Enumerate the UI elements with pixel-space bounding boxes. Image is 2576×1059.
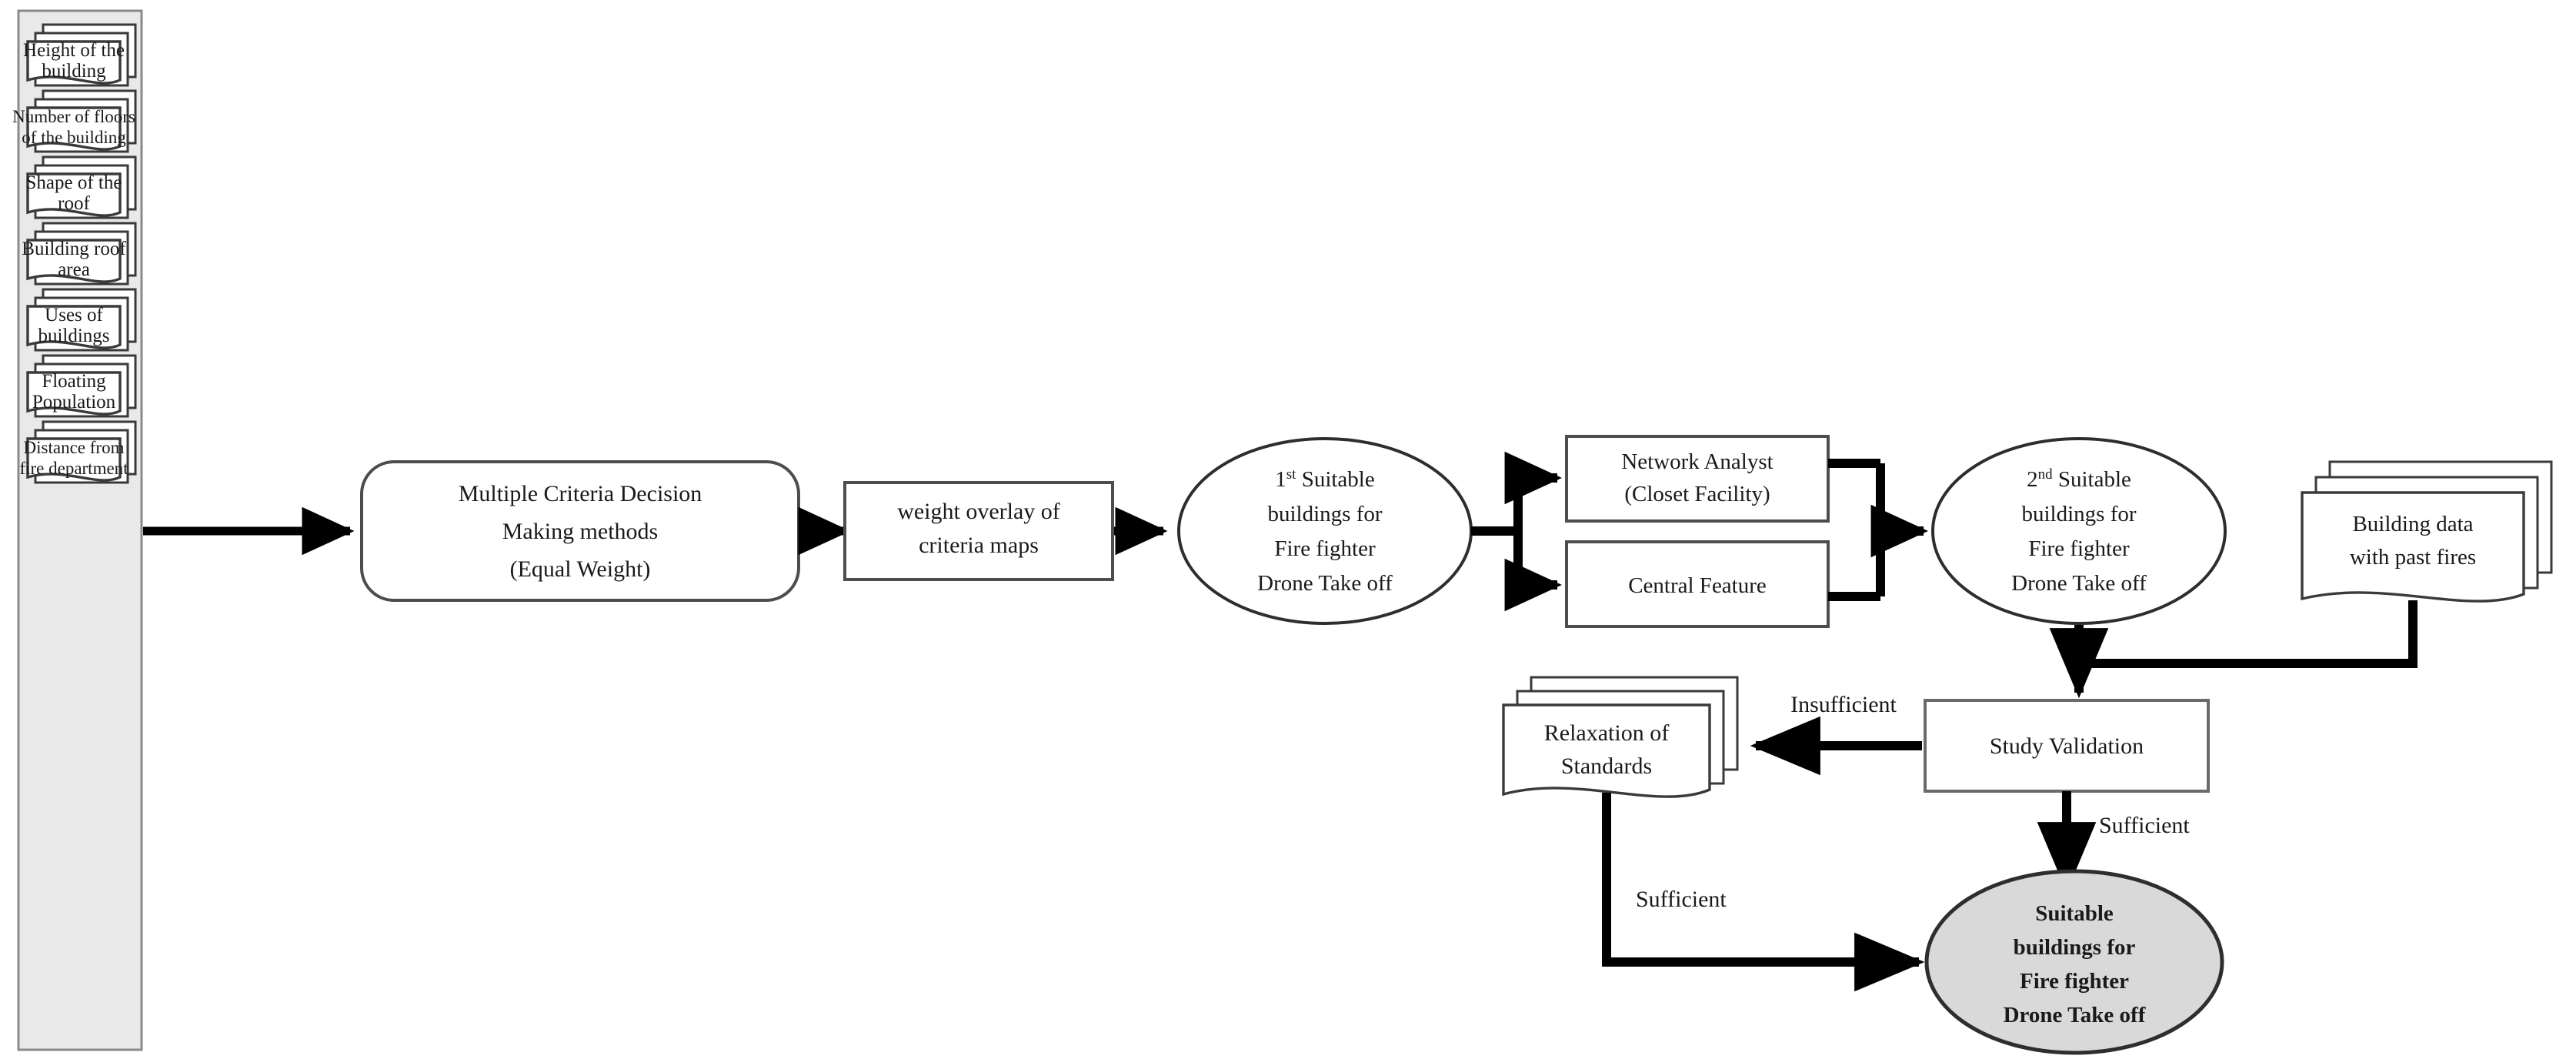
criteria-doc-uses-of-buildings[interactable]: Uses of buildings [26, 288, 137, 352]
final-result-line3: Fire fighter [2020, 969, 2129, 994]
mcdm-line2: Making methods [502, 519, 659, 544]
criteria-label-line2: building [42, 61, 106, 82]
first-suitable-line3: Fire fighter [1274, 536, 1376, 561]
criteria-label-line2: buildings [38, 326, 109, 346]
first-suitable-line4: Drone Take off [1257, 571, 1393, 596]
edge-label-insufficient: Insufficient [1790, 692, 1897, 717]
edge-sufficient-from-relaxation [1602, 793, 1925, 992]
first-suitable-line2: buildings for [1267, 502, 1382, 526]
final-result-line1: Suitable [2035, 901, 2114, 926]
relaxation-line2: Standards [1561, 753, 1652, 779]
criteria-label-line2: roof [58, 193, 90, 214]
node-central-feature[interactable]: Central Feature [1565, 540, 1830, 628]
node-multiple-criteria-decision-making[interactable]: Multiple Criteria Decision Making method… [360, 460, 800, 602]
criteria-label-line2: of the building [22, 128, 126, 147]
criteria-label-line2: Population [32, 392, 116, 413]
edge-to-study-validation [2049, 600, 2418, 699]
first-suitable-line1: 1st Suitable [1275, 466, 1374, 493]
edge-merge-to-second-suitable [1828, 459, 1928, 601]
second-suitable-line3: Fire fighter [2028, 536, 2130, 561]
criteria-doc-shape-of-the-roof[interactable]: Shape of the roof [26, 155, 137, 219]
edge-label-sufficient-relaxation: Sufficient [1636, 887, 1727, 912]
weight-overlay-line1: weight overlay of [897, 499, 1060, 524]
node-building-data-with-past-fires[interactable]: Building data with past fires [2301, 460, 2553, 603]
weight-overlay-line2: criteria maps [919, 533, 1039, 558]
criteria-doc-distance-from-fire-department[interactable]: Distance from fire department [19, 420, 137, 484]
relaxation-line1: Relaxation of [1544, 720, 1669, 746]
edge-label-sufficient-validation: Sufficient [2099, 813, 2190, 838]
criteria-doc-floating-population[interactable]: Floating Population [26, 354, 137, 418]
node-final-suitable-buildings[interactable]: Suitable buildings for Fire fighter Dron… [1924, 869, 2224, 1055]
node-relaxation-of-standards[interactable]: Relaxation of Standards [1502, 676, 1739, 798]
study-validation-line1: Study Validation [1990, 733, 2144, 759]
criteria-label-line1: Number of floors [12, 107, 135, 126]
criteria-label-line1: Building roof [22, 239, 126, 259]
building-data-line1: Building data [2352, 512, 2473, 536]
node-second-suitable-buildings[interactable]: 2nd Suitable buildings for Fire fighter … [1931, 437, 2227, 625]
second-suitable-line2: buildings for [2021, 502, 2136, 526]
criteria-doc-stack-group: Height of the building Number of floors … [12, 23, 137, 484]
criteria-label-line1: Shape of the [26, 172, 122, 193]
node-weight-overlay-of-criteria-maps[interactable]: weight overlay of criteria maps [843, 481, 1114, 581]
second-suitable-line4: Drone Take off [2011, 571, 2147, 596]
second-suitable-line1: 2nd Suitable [2027, 466, 2131, 493]
criteria-doc-height-of-the-building[interactable]: Height of the building [23, 23, 137, 87]
node-study-validation[interactable]: Study Validation [1924, 699, 2210, 793]
criteria-label-line1: Floating [42, 371, 106, 392]
criteria-label-line1: Distance from [24, 438, 125, 457]
mcdm-line1: Multiple Criteria Decision [459, 481, 702, 506]
criteria-label-line2: fire department [19, 459, 128, 478]
edge-first-suitable-split [1471, 451, 1562, 612]
central-feature-line1: Central Feature [1628, 573, 1767, 598]
mcdm-line3: (Equal Weight) [510, 556, 651, 582]
final-result-line2: buildings for [2014, 935, 2136, 960]
criteria-label-line1: Uses of [45, 305, 103, 326]
criteria-label-line2: area [58, 259, 90, 280]
criteria-doc-building-roof-area[interactable]: Building roof area [22, 222, 137, 286]
network-analyst-line2: (Closet Facility) [1624, 482, 1770, 506]
node-first-suitable-buildings[interactable]: 1st Suitable buildings for Fire fighter … [1177, 437, 1473, 625]
criteria-label-line1: Height of the [23, 40, 125, 61]
network-analyst-line1: Network Analyst [1621, 449, 1773, 474]
node-network-analyst-closet-facility[interactable]: Network Analyst (Closet Facility) [1565, 435, 1830, 523]
criteria-doc-number-of-floors-of-the-building[interactable]: Number of floors of the building [12, 89, 137, 153]
building-data-line2: with past fires [2350, 545, 2476, 570]
final-result-line4: Drone Take off [2004, 1003, 2146, 1027]
